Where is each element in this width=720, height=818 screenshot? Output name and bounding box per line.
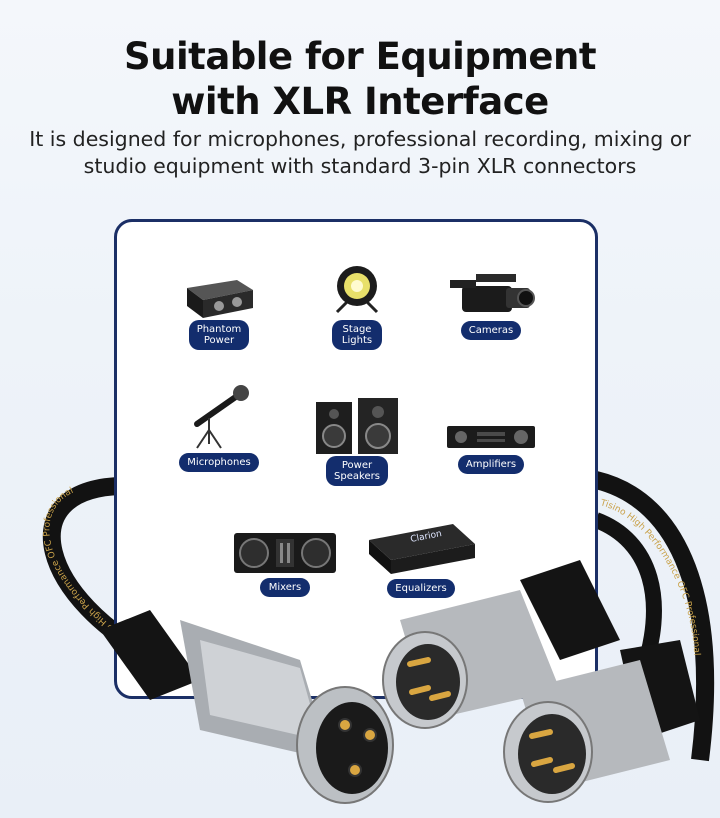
- device-label: Cameras: [460, 321, 522, 340]
- female-xlr-connector: [100, 610, 394, 804]
- device-mixers: Mixers: [215, 527, 355, 597]
- device-power-speakers: Power Speakers: [287, 394, 427, 486]
- title-line-1: Suitable for Equipment: [123, 35, 597, 78]
- device-label: Mixers: [260, 578, 310, 597]
- device-microphones: Microphones: [149, 382, 289, 472]
- subtitle-line-1: It is designed for microphones, professi…: [29, 127, 691, 151]
- microphone-icon: [194, 385, 249, 449]
- right-cable-outer: [593, 471, 715, 762]
- device-label: Phantom Power: [188, 320, 250, 350]
- device-cameras: Cameras: [421, 266, 561, 340]
- phantom-power-icon: [187, 280, 253, 318]
- stage-light-icon: [335, 266, 379, 314]
- mixer-icon: [234, 533, 336, 573]
- device-label: Amplifiers: [457, 455, 525, 474]
- device-equalizers: Clarion Equalizers: [351, 520, 491, 598]
- device-stage-lights: Stage Lights: [287, 262, 427, 350]
- page-title: Suitable for Equipment with XLR Interfac…: [0, 34, 720, 124]
- page-subtitle: It is designed for microphones, professi…: [20, 126, 700, 180]
- device-label: Stage Lights: [332, 320, 382, 350]
- speaker-icon: [316, 398, 398, 454]
- device-label: Power Speakers: [326, 456, 388, 486]
- male-xlr-connector-2: [503, 640, 700, 803]
- camera-icon: [450, 274, 535, 312]
- device-label: Equalizers: [387, 579, 455, 598]
- amplifier-icon: [447, 426, 535, 448]
- device-label: Microphones: [179, 453, 259, 472]
- title-line-2: with XLR Interface: [171, 80, 549, 123]
- device-phantom-power: Phantom Power: [149, 270, 289, 350]
- device-amplifiers: Amplifiers: [421, 420, 561, 474]
- subtitle-line-2: studio equipment with standard 3-pin XLR…: [83, 154, 637, 178]
- equalizer-icon: Clarion: [369, 524, 475, 574]
- male-xlr-connector-1: [382, 560, 620, 729]
